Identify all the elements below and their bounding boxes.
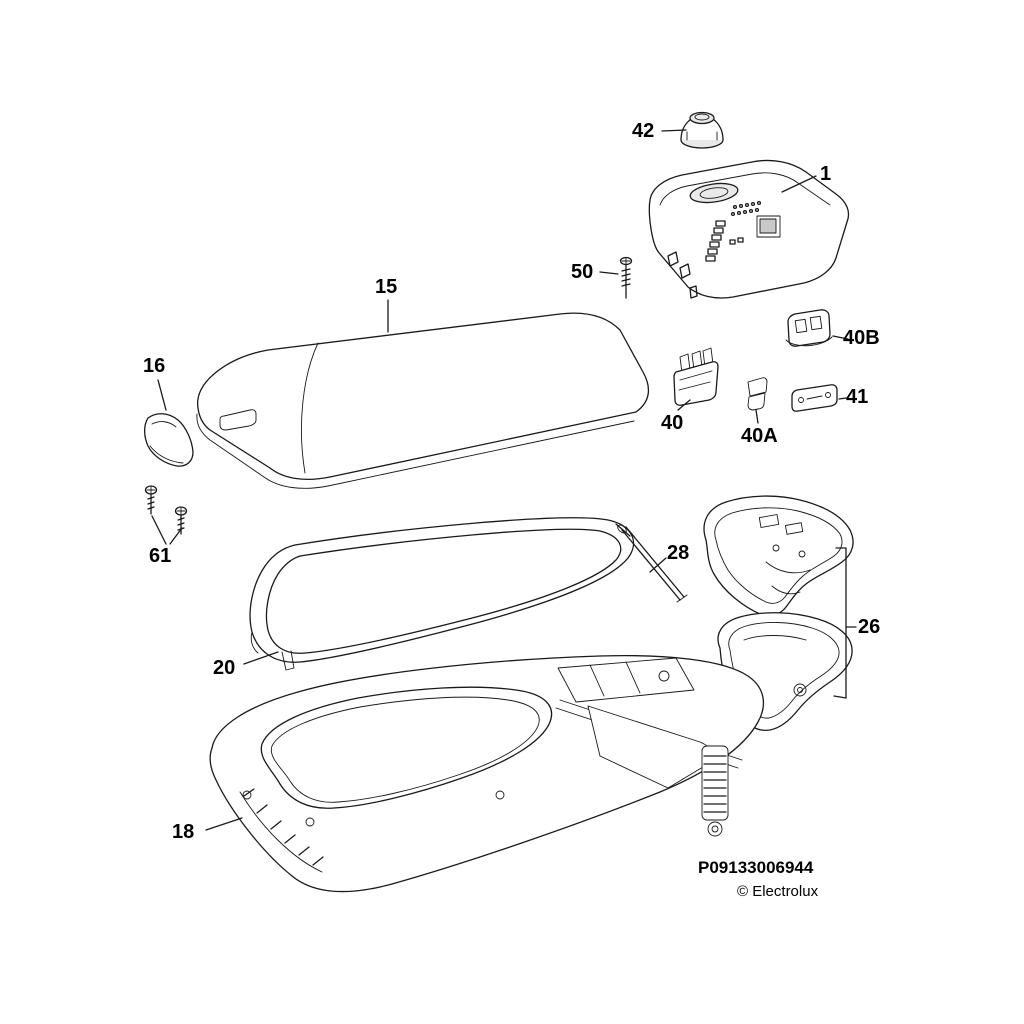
part-label-20: 20	[213, 657, 236, 679]
part-label-40B: 40B	[843, 327, 880, 349]
part-28-pin	[615, 523, 688, 603]
part-40b-switch	[785, 309, 833, 347]
leader-lines	[151, 129, 857, 831]
part-42-knob	[680, 111, 724, 149]
part-20-gasket	[249, 517, 634, 671]
part-15-lid	[196, 312, 650, 489]
part-label-28: 28	[667, 542, 690, 564]
part-18-frame	[209, 655, 765, 893]
part-code: P09133006944	[698, 858, 814, 877]
part-1-control-panel	[648, 159, 850, 299]
part-label-50: 50	[571, 261, 594, 283]
part-label-18: 18	[172, 821, 195, 843]
part-40a-clip	[747, 377, 768, 411]
part-61-screws	[144, 485, 188, 535]
part-label-40: 40	[661, 412, 684, 434]
part-label-42: 42	[632, 120, 655, 142]
copyright-text: © Electrolux	[737, 883, 819, 900]
part-label-1: 1	[820, 163, 832, 185]
part-label-26: 26	[858, 616, 881, 638]
part-16-end-cap	[143, 413, 194, 467]
part-50-screw	[619, 256, 633, 299]
part-label-16: 16	[143, 355, 166, 377]
part-40-switch	[673, 347, 719, 406]
part-label-61: 61	[149, 545, 172, 567]
part-label-15: 15	[375, 276, 398, 298]
part-label-41: 41	[846, 386, 869, 408]
part-41-plate	[791, 384, 838, 412]
part-label-40A: 40A	[741, 425, 778, 447]
